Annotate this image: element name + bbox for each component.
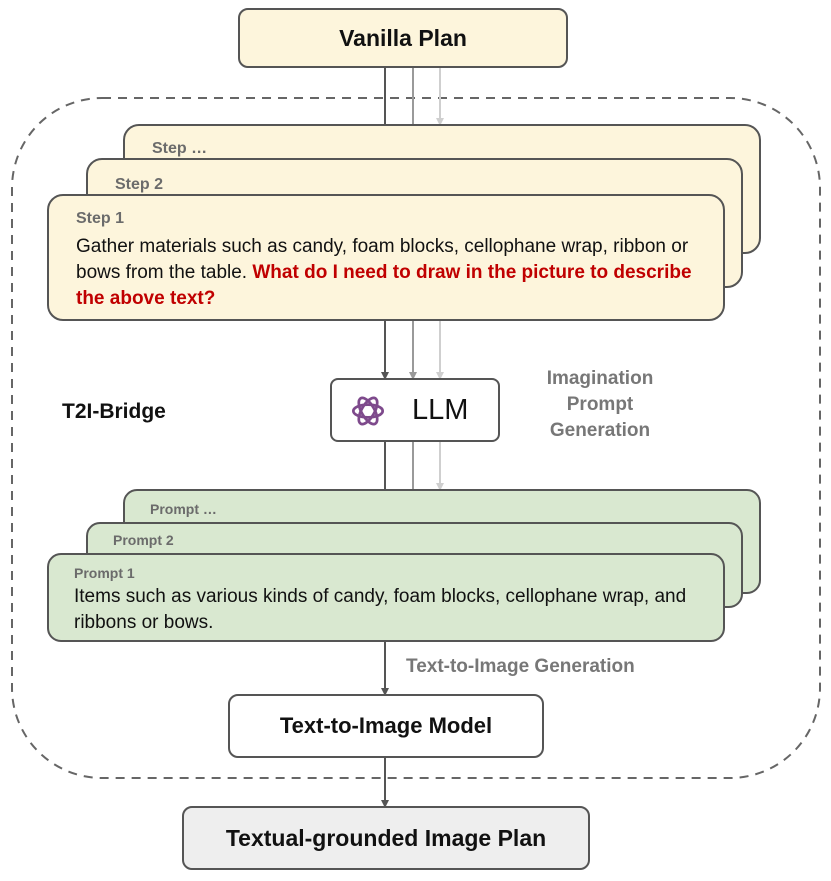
step-more-label: Step … bbox=[152, 140, 208, 157]
step1-question: What do I need to draw in the picture to… bbox=[76, 262, 692, 309]
llm-label: LLM bbox=[412, 394, 469, 426]
step1-body: Gather materials such as candy, foam blo… bbox=[76, 234, 716, 312]
prompt1-text: Items such as various kinds of candy, fo… bbox=[74, 586, 687, 633]
imagination-line-1: Imagination bbox=[546, 368, 654, 389]
imagination-line-2: Prompt bbox=[566, 394, 634, 415]
step1-card: Step 1 Gather materials such as candy, f… bbox=[47, 194, 725, 321]
output-plan-box: Textual-grounded Image Plan bbox=[182, 806, 590, 870]
step1-text: Gather materials such as candy, foam blo… bbox=[76, 236, 689, 283]
t2i-model-box: Text-to-Image Model bbox=[228, 694, 544, 758]
t2i-model-label: Text-to-Image Model bbox=[279, 713, 493, 738]
prompt1-card: Prompt 1 Items such as various kinds of … bbox=[47, 553, 725, 642]
prompt2-label: Prompt 2 bbox=[113, 532, 174, 548]
prompt1-label: Prompt 1 bbox=[74, 565, 135, 581]
t2i-generation-label: Text-to-Image Generation bbox=[406, 656, 635, 677]
output-plan-label: Textual-grounded Image Plan bbox=[225, 824, 547, 851]
vanilla-plan-box: Vanilla Plan bbox=[238, 8, 568, 68]
step1-label: Step 1 bbox=[76, 210, 125, 227]
openai-logo-icon bbox=[351, 396, 385, 426]
llm-box: LLM bbox=[330, 378, 500, 442]
imagination-prompt-generation-label: Imagination Prompt Generation bbox=[520, 366, 680, 444]
prompt-more-label: Prompt … bbox=[150, 501, 217, 517]
vanilla-plan-label: Vanilla Plan bbox=[339, 24, 467, 51]
imagination-line-3: Generation bbox=[549, 420, 651, 441]
bridge-label: T2I-Bridge bbox=[62, 400, 166, 423]
step2-label: Step 2 bbox=[115, 176, 164, 193]
